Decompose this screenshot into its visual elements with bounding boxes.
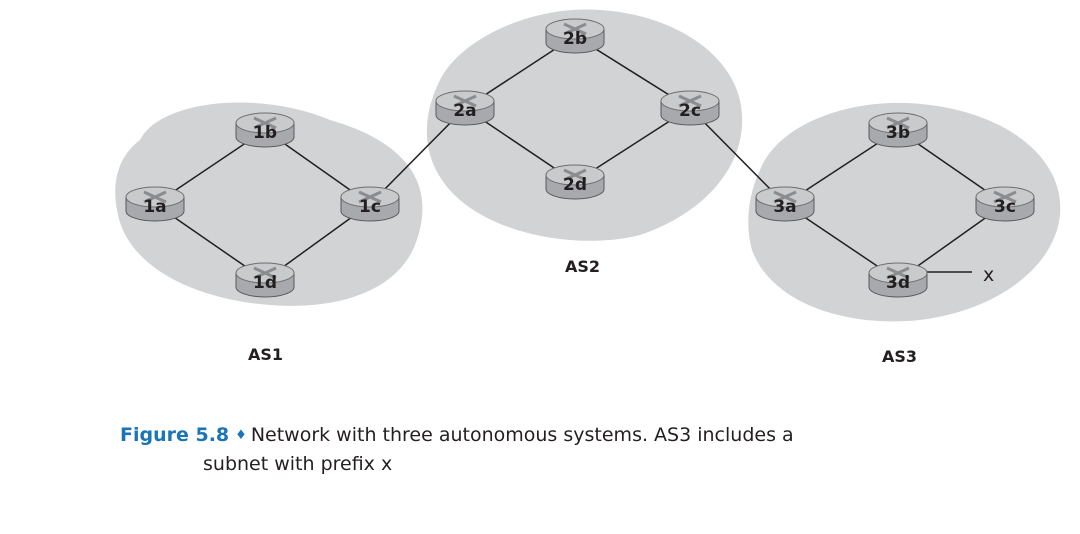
as2-cloud [426,9,743,241]
router-label-2b: 2b [563,29,587,49]
link-1c-2a [369,107,466,205]
router-arrows-icon [453,94,477,108]
subnet-prefix-label: x [983,264,994,286]
router-3b: 3b [868,112,928,148]
router-1d: 1d [235,262,295,298]
routers-group: 1a 1b 1c 1d 2a 2b 2c 2d 3a 3b 3c 3d [125,18,1035,298]
router-label-3a: 3a [773,197,796,217]
caption-line-1: Network with three autonomous systems. A… [250,424,794,446]
router-label-3b: 3b [886,123,910,143]
router-1b: 1b [235,112,295,148]
caption-bullet: ♦ [235,428,247,443]
router-label-1d: 1d [253,273,277,293]
router-3d: 3d [868,262,928,298]
router-label-1b: 1b [253,123,277,143]
router-2b: 2b [545,18,605,54]
router-label-3d: 3d [886,273,910,293]
router-2a: 2a [435,90,495,126]
link-2c-3a [689,107,786,205]
router-arrows-icon [253,116,277,130]
router-1c: 1c [340,186,400,222]
router-3c: 3c [975,186,1035,222]
router-arrows-icon [563,168,587,182]
router-1a: 1a [125,186,185,222]
router-arrows-icon [886,266,910,280]
router-arrows-icon [678,94,702,108]
figure-number: Figure 5.8 [120,424,230,446]
router-label-3c: 3c [994,197,1016,217]
router-2c: 2c [660,90,720,126]
router-arrows-icon [143,190,167,204]
router-label-2a: 2a [453,101,476,121]
router-label-1c: 1c [359,197,381,217]
as3-cloud [748,102,1061,322]
caption-line-2: subnet with prefix x [203,453,393,475]
router-arrows-icon [773,190,797,204]
as3-label: AS3 [882,347,917,366]
as1-cloud [115,102,423,306]
network-diagram: x 1a 1b 1c 1d 2a 2b 2c 2d 3a 3b 3c 3d AS1 AS2 AS3 [115,9,1061,366]
router-label-2d: 2d [563,175,587,195]
router-label-1a: 1a [143,197,166,217]
router-arrows-icon [563,22,587,36]
router-arrows-icon [253,266,277,280]
router-2d: 2d [545,164,605,200]
as1-label: AS1 [248,345,283,364]
router-label-2c: 2c [679,101,701,121]
figure-caption: Figure 5.8 ♦Network with three autonomous… [120,422,1020,477]
router-arrows-icon [886,116,910,130]
router-arrows-icon [358,190,382,204]
router-3a: 3a [755,186,815,222]
as2-label: AS2 [565,257,600,276]
router-arrows-icon [993,190,1017,204]
